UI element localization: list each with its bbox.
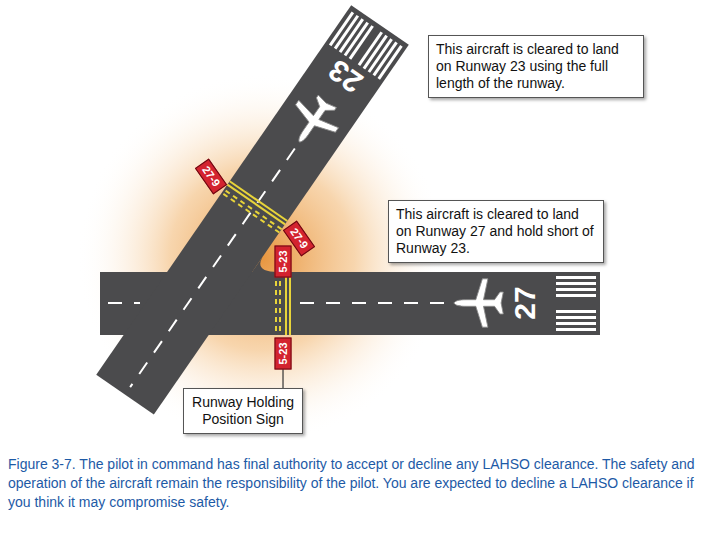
sign-text: 5-23	[277, 342, 290, 364]
leader-line	[282, 369, 283, 388]
callout-box: This aircraft is cleared to land on Runw…	[388, 200, 604, 263]
holding-position-sign: 5-23	[275, 337, 292, 369]
callout-box: Runway Holding Position Sign	[183, 388, 303, 434]
holding-position-sign: 5-23	[275, 245, 292, 277]
callout-box: This aircraft is cleared to land on Runw…	[428, 35, 644, 98]
callout-text: This aircraft is cleared to land on Runw…	[396, 206, 596, 257]
callout-text: Runway Holding Position Sign	[191, 394, 295, 428]
runway-number: 27	[509, 286, 539, 319]
runway-23	[96, 5, 409, 414]
callout-text: This aircraft is cleared to land on Runw…	[436, 41, 636, 92]
sign-text: 5-23	[277, 250, 290, 272]
caption: Figure 3-7. The pilot in command has fin…	[8, 455, 710, 512]
